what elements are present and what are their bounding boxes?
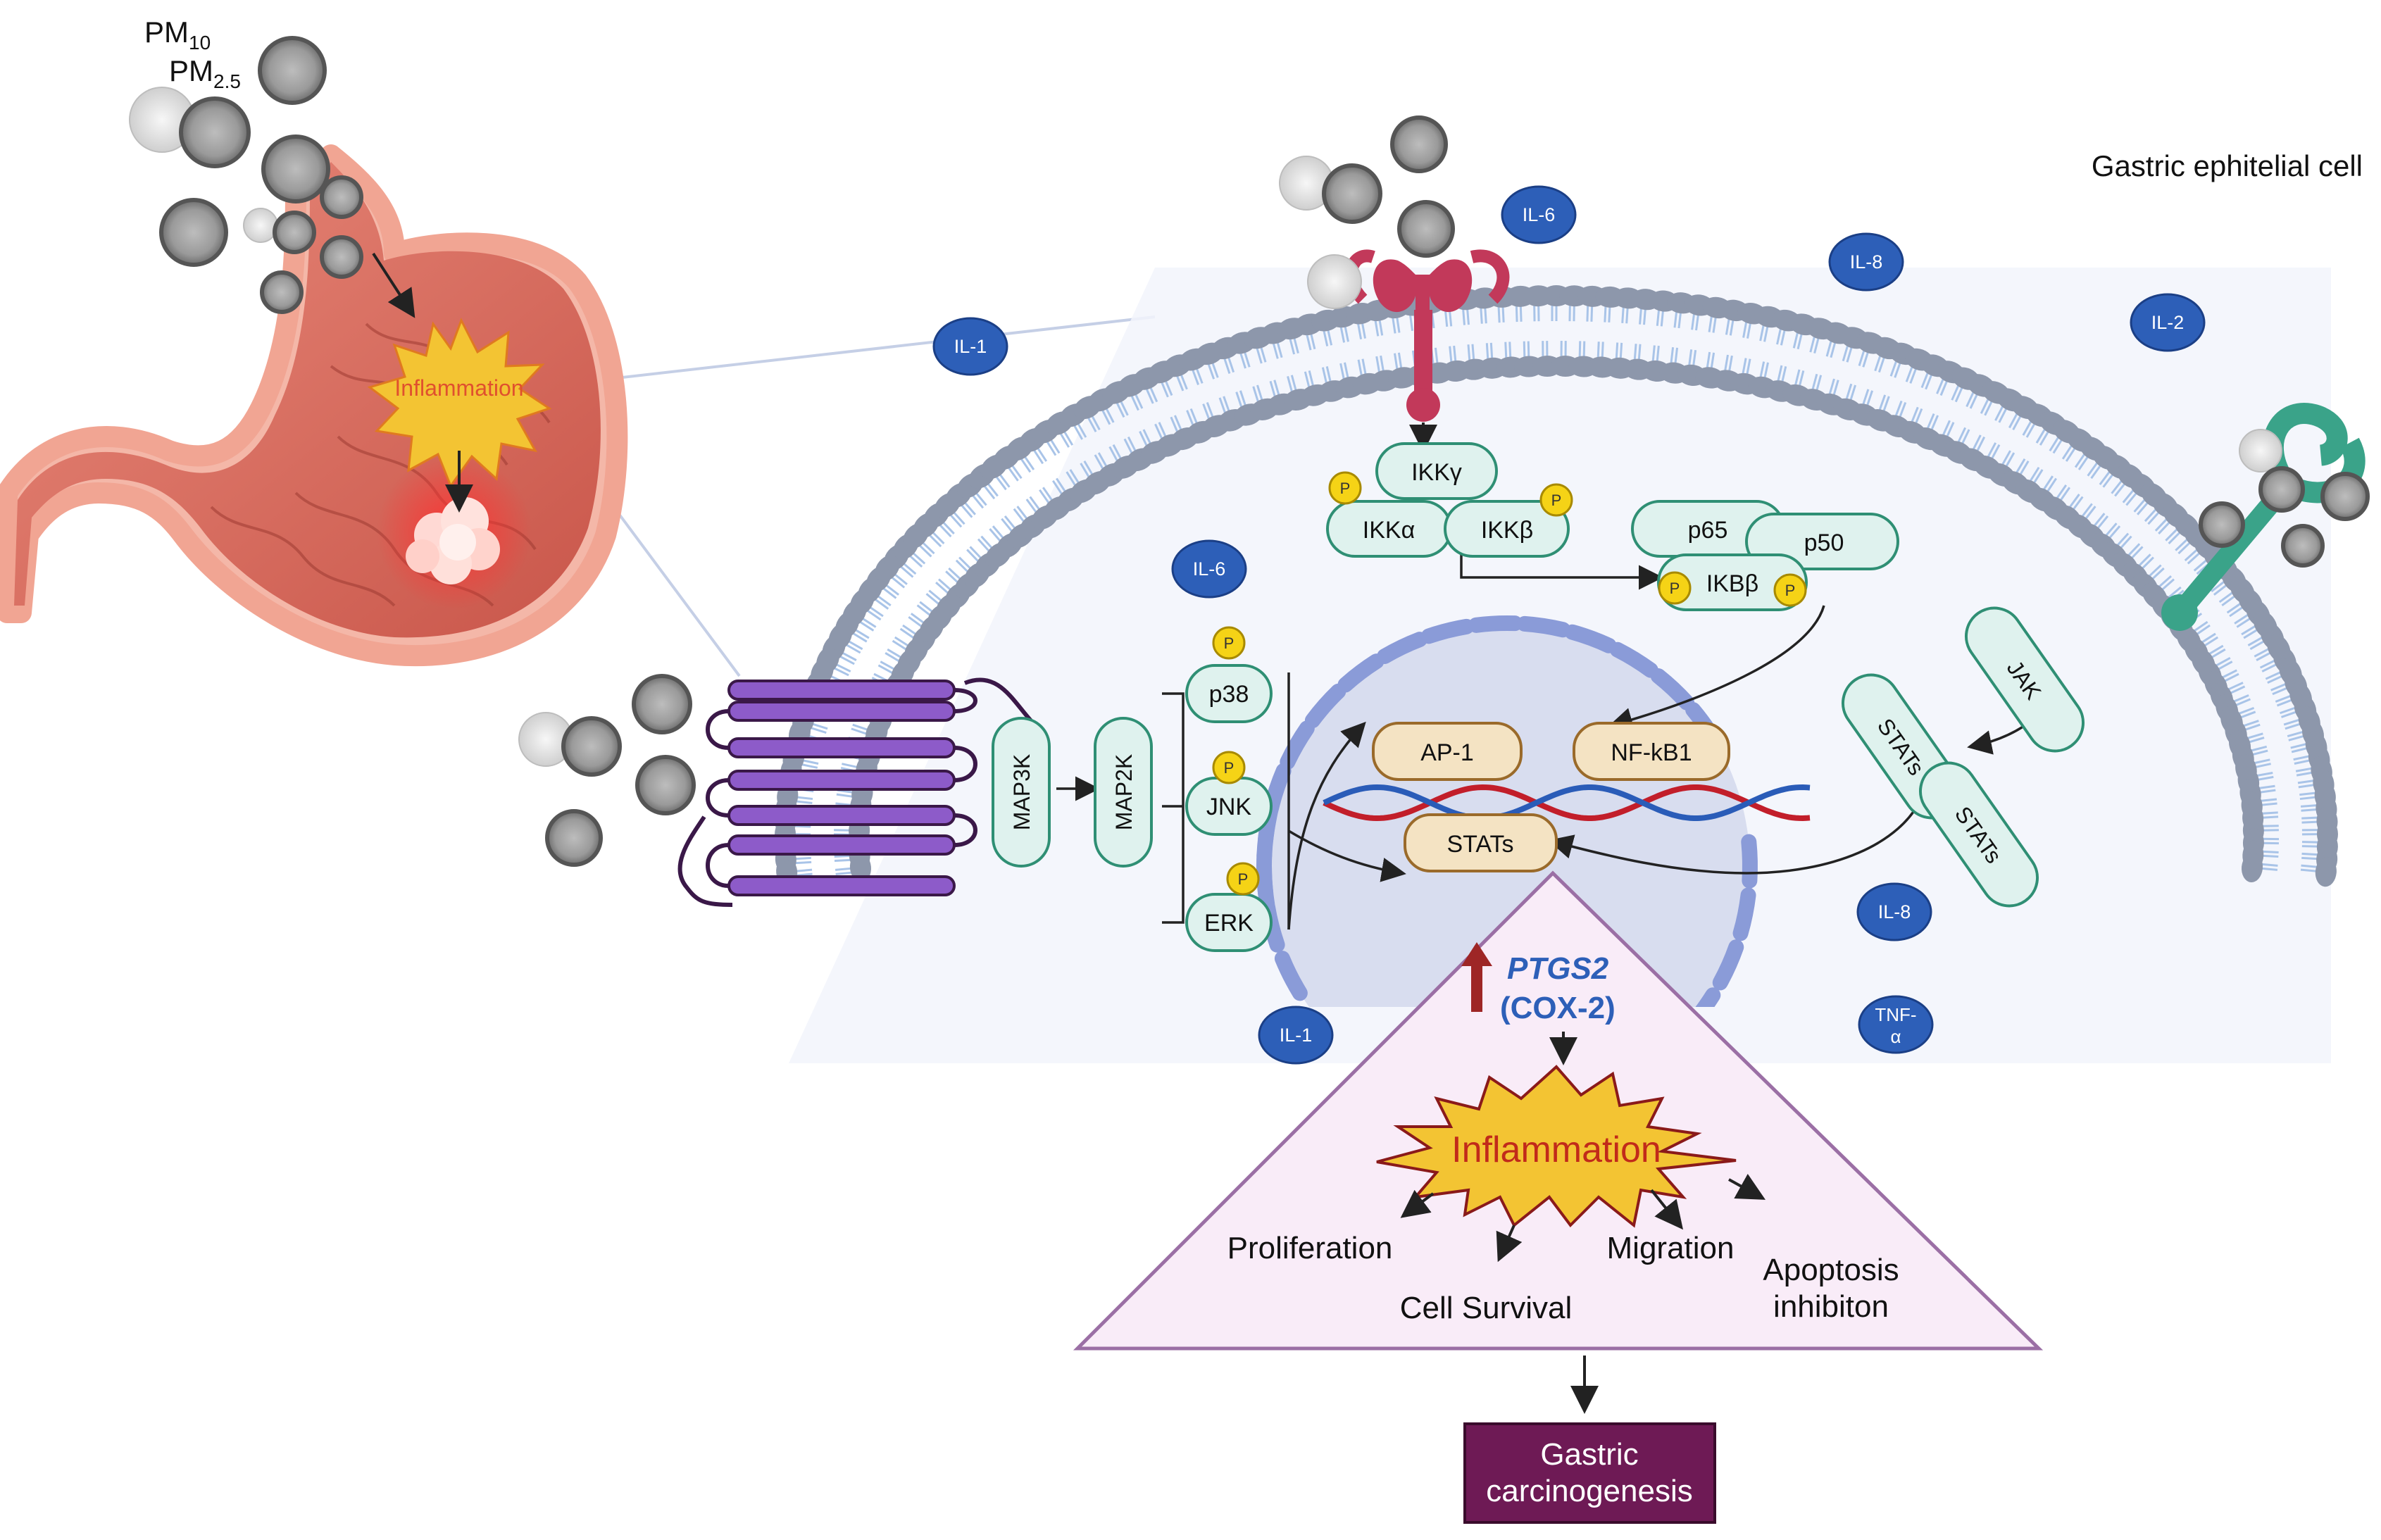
svg-text:P: P — [1340, 480, 1351, 497]
svg-text:P: P — [1670, 580, 1680, 597]
effect-proliferation: Proliferation — [1227, 1231, 1393, 1265]
particle-icon — [322, 237, 361, 277]
pm-labels: PM10 PM2.5 — [144, 15, 241, 92]
node-ap1: AP-1 — [1373, 723, 1521, 780]
effect-apoptosis: Apoptosis — [1763, 1253, 1899, 1287]
svg-text:TNF-: TNF- — [1875, 1004, 1916, 1025]
effect-apoptosis-inhibition: inhibiton — [1773, 1289, 1889, 1324]
particle-icon — [2283, 526, 2323, 565]
p38-label: p38 — [1209, 681, 1249, 708]
effect-migration: Migration — [1607, 1231, 1735, 1265]
phospho-badge: P — [1659, 572, 1690, 603]
particle-icon — [2261, 468, 2303, 511]
effect-cell-survival: Cell Survival — [1400, 1291, 1573, 1325]
erk-label: ERK — [1204, 910, 1254, 937]
node-map3k: MAP3K — [993, 718, 1049, 866]
particle-icon — [244, 208, 277, 242]
outcome-inflammation-label: Inflammation — [1451, 1129, 1661, 1170]
particle-icon — [322, 177, 361, 217]
ikk-beta-label: IKKβ — [1481, 517, 1533, 544]
nfkb1-label: NF-kB1 — [1611, 739, 1692, 766]
particle-icon — [2239, 430, 2282, 472]
particle-icon — [262, 273, 301, 312]
ptgs2-label: PTGS2 — [1507, 951, 1609, 986]
cytokine-icon: IL-1 — [1259, 1007, 1332, 1063]
particle-icon — [634, 676, 690, 732]
stats-nucleus-label: STATs — [1446, 831, 1513, 858]
particle-icon — [181, 99, 249, 166]
particulate-matter-stomach — [130, 38, 361, 312]
phospho-badge: P — [1227, 863, 1258, 894]
cytokine-icon: IL-6 — [1502, 187, 1575, 243]
map2k-label: MAP2K — [1111, 754, 1137, 830]
svg-text:PM10: PM10 — [144, 15, 211, 54]
pm25-label: PM — [169, 54, 213, 87]
svg-text:IL-2: IL-2 — [2151, 312, 2185, 333]
particle-icon — [637, 757, 694, 813]
ikk-alpha-label: IKKα — [1363, 517, 1415, 544]
cell-title: Gastric ephitelial cell — [2092, 149, 2363, 182]
pm25-subscript: 2.5 — [213, 70, 241, 92]
phospho-badge: P — [1541, 484, 1572, 515]
particle-icon — [275, 213, 314, 252]
ikb-beta-label: IKBβ — [1706, 570, 1758, 597]
cytokine-icon: IL-2 — [2131, 294, 2204, 351]
phospho-badge: P — [1213, 627, 1244, 658]
svg-text:IL-8: IL-8 — [1878, 901, 1911, 922]
svg-text:IL-6: IL-6 — [1523, 204, 1556, 225]
particle-icon — [2201, 503, 2243, 546]
particle-icon — [1392, 118, 1446, 171]
particle-icon — [547, 811, 601, 865]
particle-icon — [1399, 202, 1453, 256]
node-ikk-alpha: IKKα — [1327, 501, 1451, 556]
svg-text:α: α — [1890, 1026, 1901, 1047]
p50-label: p50 — [1804, 530, 1844, 556]
node-stats-nucleus: STATs — [1405, 815, 1556, 871]
svg-text:P: P — [1238, 870, 1249, 888]
particle-icon — [563, 718, 620, 775]
pm10-subscript: 10 — [189, 32, 211, 54]
cytokine-icon: TNF-α — [1859, 996, 1932, 1053]
map3k-label: MAP3K — [1009, 754, 1035, 830]
node-ikk-gamma: IKKγ — [1377, 444, 1496, 499]
node-p38: p38 — [1187, 665, 1271, 722]
node-erk: ERK — [1187, 894, 1271, 951]
svg-text:P: P — [1224, 759, 1235, 777]
svg-text:IL-1: IL-1 — [1280, 1025, 1313, 1046]
jnk-label: JNK — [1206, 794, 1252, 820]
svg-text:P: P — [1785, 582, 1796, 599]
node-map2k: MAP2K — [1095, 718, 1151, 866]
cytokine-icon: IL-6 — [1173, 541, 1246, 597]
ikk-gamma-label: IKKγ — [1411, 459, 1462, 486]
particle-icon — [1324, 165, 1380, 222]
stomach-inflammation-label: Inflammation — [394, 375, 523, 401]
node-nfkb1: NF-kB1 — [1574, 723, 1729, 780]
carcinogenesis-line1: Gastric — [1540, 1437, 1638, 1472]
svg-text:P: P — [1224, 634, 1235, 652]
cox2-label: (COX-2) — [1500, 991, 1616, 1025]
svg-text:P: P — [1551, 492, 1562, 509]
particle-icon — [161, 200, 226, 265]
svg-text:IL-6: IL-6 — [1193, 558, 1226, 580]
pm10-label: PM — [144, 15, 189, 49]
node-jnk: JNK — [1187, 778, 1271, 834]
particle-icon — [263, 137, 328, 201]
p65-label: p65 — [1688, 517, 1728, 544]
phospho-badge: P — [1775, 575, 1806, 606]
svg-text:PM2.5: PM2.5 — [169, 54, 241, 92]
svg-text:IL-8: IL-8 — [1850, 251, 1883, 273]
phospho-badge: P — [1330, 472, 1361, 503]
svg-text:IL-1: IL-1 — [954, 336, 987, 357]
cytokine-icon: IL-1 — [934, 318, 1007, 375]
phospho-badge: P — [1213, 752, 1244, 783]
particle-icon — [260, 38, 325, 103]
cytokine-icon: IL-8 — [1858, 884, 1931, 940]
ap1-label: AP-1 — [1420, 739, 1474, 766]
particle-icon — [2323, 474, 2368, 519]
cytokine-icon: IL-8 — [1830, 234, 1903, 290]
particle-icon — [1308, 255, 1361, 308]
carcinogenesis-line2: carcinogenesis — [1486, 1474, 1693, 1508]
